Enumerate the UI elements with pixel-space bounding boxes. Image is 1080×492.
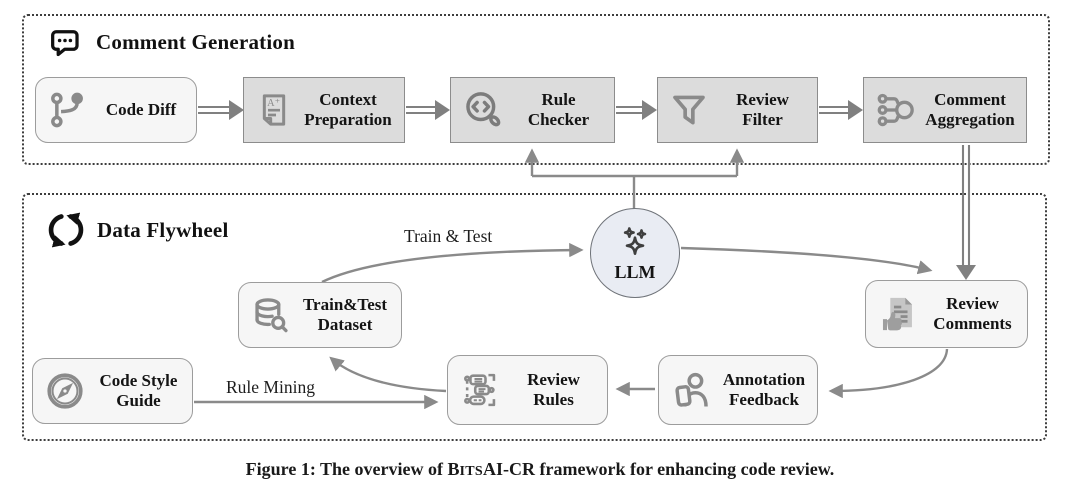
- node-annotation-feedback: Annotation Feedback: [658, 355, 818, 425]
- sparkles-icon: [623, 227, 647, 256]
- code-magnifier-icon: [466, 92, 501, 127]
- llm-label: LLM: [614, 262, 656, 283]
- data-flywheel-header: Data Flywheel: [46, 209, 229, 251]
- comment-generation-container: [22, 14, 1050, 165]
- node-label: Review Comments: [933, 293, 1012, 333]
- document-thumbs-up-icon: [882, 297, 912, 331]
- figure-caption: Figure 1: The overview of BITSAI-CR fram…: [245, 459, 835, 479]
- brand-small-caps: ITS: [459, 463, 484, 479]
- data-flywheel-container: [22, 193, 1047, 441]
- cycle-arrows-icon: [48, 212, 84, 248]
- svg-text:A⁺: A⁺: [267, 98, 280, 109]
- chat-bubble-icon: [51, 30, 79, 57]
- node-label: Annotation Feedback: [722, 369, 806, 409]
- data-flywheel-title: Data Flywheel: [97, 217, 229, 242]
- edge-label-rule-mining: Rule Mining: [226, 377, 315, 397]
- node-rule-checker: Rule Checker: [450, 77, 615, 143]
- aggregation-nodes-icon: [877, 93, 914, 127]
- funnel-icon: [673, 95, 705, 125]
- node-label: Train&Test Dataset: [302, 294, 388, 334]
- edge-label-train-test: Train & Test: [404, 226, 493, 246]
- node-review-filter: Review Filter: [657, 77, 818, 143]
- document-aplus-icon: A⁺: [262, 94, 286, 126]
- node-label: Rule Checker: [527, 89, 590, 129]
- node-review-rules: Review Rules: [447, 355, 608, 425]
- comment-generation-header: Comment Generation: [45, 24, 295, 61]
- node-label: Code Diff: [105, 99, 177, 119]
- node-label: Code Style Guide: [99, 370, 178, 410]
- rules-chat-icon: [464, 373, 496, 407]
- node-context-preparation: A⁺ Context Preparation: [243, 77, 405, 143]
- compass-icon: [47, 373, 83, 409]
- node-train-test-dataset: Train&Test Dataset: [238, 282, 402, 348]
- node-review-comments: Review Comments: [865, 280, 1028, 348]
- node-label: Review Rules: [527, 369, 580, 409]
- database-search-icon: [255, 298, 288, 333]
- node-comment-aggregation: Comment Aggregation: [863, 77, 1027, 143]
- person-tablet-icon: [675, 372, 708, 407]
- comment-generation-title: Comment Generation: [96, 30, 295, 54]
- node-label: Review Filter: [736, 89, 789, 129]
- node-label: Comment Aggregation: [925, 89, 1015, 129]
- node-label: Context Preparation: [304, 89, 392, 129]
- node-llm: LLM: [590, 208, 680, 298]
- node-code-diff: Code Diff: [35, 77, 197, 143]
- git-branch-icon: [51, 92, 83, 128]
- node-code-style-guide: Code Style Guide: [32, 358, 193, 424]
